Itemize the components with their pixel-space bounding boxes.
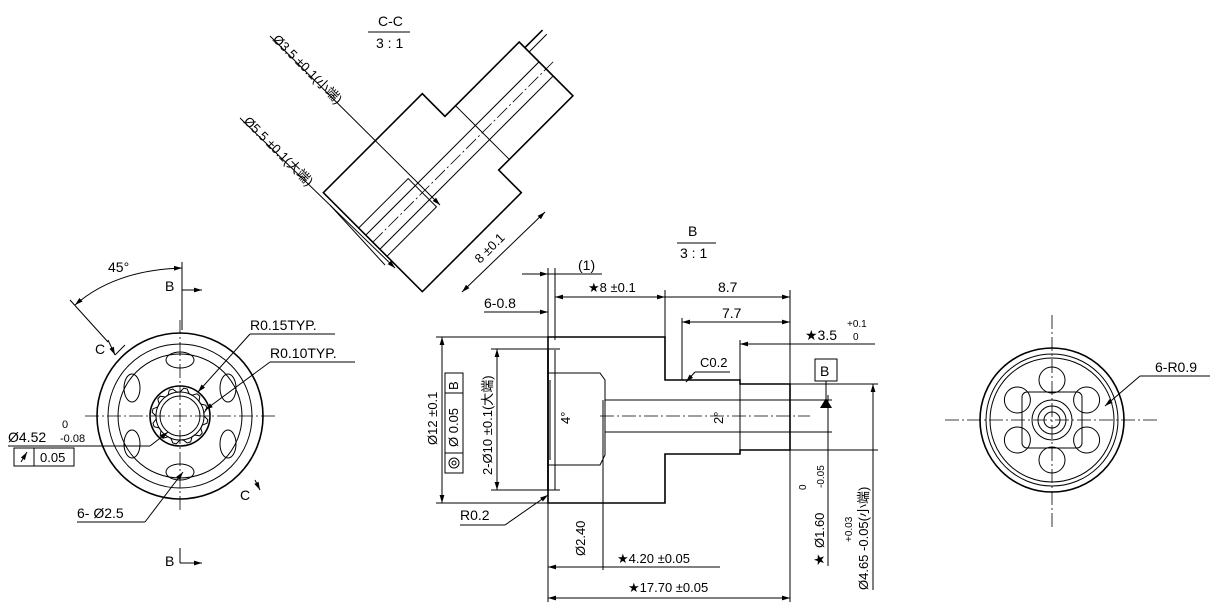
front-view: 45° B C C B R0.15TYP. R0.10TYP. 0 Ø4.52 …	[8, 259, 355, 569]
detail-b-fcf-datum: B	[446, 381, 461, 390]
rear-lobe	[1003, 426, 1031, 454]
front-d452-tol-dn: -0.08	[60, 433, 85, 445]
detail-b-c02: C0.2	[700, 355, 727, 370]
detail-b-star35: ★3.5	[805, 327, 837, 343]
section-cc-dim-d35: Ø3.5 ±0.1(小端)	[270, 32, 345, 107]
rear-lobe	[1003, 386, 1031, 414]
detail-b-body	[547, 336, 791, 504]
front-section-b-bot: B	[165, 553, 174, 569]
detail-b-title: B	[688, 223, 697, 239]
detail-b-d465-tol-up: +0.03	[844, 516, 855, 542]
front-angle45: 45°	[108, 259, 129, 275]
front-runout-fcf	[13, 447, 75, 467]
detail-b-d160-tol: -0.05	[816, 465, 827, 488]
concentricity-icon	[448, 457, 460, 469]
section-cc-dim-len8: 8 ±0.1	[472, 230, 508, 266]
detail-b-d87: 8.7	[718, 279, 738, 295]
runout-icon	[20, 451, 28, 463]
detail-b-d608: 6-0.8	[484, 295, 516, 311]
detail-b-fcf-tol: Ø 0.05	[446, 408, 461, 447]
detail-b-d160-star: ★	[811, 553, 827, 566]
detail-b-d160-tol-up: 0	[798, 484, 809, 490]
front-d452-tol-up: 0	[62, 419, 68, 431]
detail-b-r02: R0.2	[460, 507, 490, 523]
detail-b-paren1: (1)	[578, 257, 595, 273]
detail-b-d10: 2-Ø10 ±0.1(大端)	[480, 375, 495, 475]
detail-b-star35-tol-dn: 0	[853, 332, 859, 343]
front-section-c-top: C	[95, 341, 105, 357]
detail-b-angle4: 4°	[558, 412, 573, 424]
rear-r09: 6-R0.9	[1155, 359, 1197, 375]
rear-lobe	[1073, 426, 1101, 454]
detail-b-d160: Ø1.60	[812, 513, 827, 548]
detail-b-view: B 3 : 1 (1) ★8 ±0.1 8.7 6-0.8 7.7	[425, 223, 878, 602]
front-d25: 6- Ø2.5	[77, 505, 124, 521]
section-cc-title: C-C	[378, 13, 403, 29]
detail-b-d465: Ø4.65 -0.05(小端)	[856, 487, 871, 590]
rear-view: 6-R0.9	[945, 315, 1210, 528]
front-section-b-top: B	[165, 278, 174, 294]
section-cc-dim-d55: Ø5.5 ±0.1(大端)	[241, 114, 316, 189]
detail-b-angle2: 2°	[711, 412, 726, 424]
detail-b-scale: 3 : 1	[680, 245, 707, 261]
detail-b-star35-tol-up: +0.1	[847, 319, 867, 330]
detail-b-star420: ★4.20 ±0.05	[617, 551, 690, 566]
front-section-c-bot: C	[240, 487, 250, 503]
detail-b-star1770: ★17.70 ±0.05	[628, 580, 708, 595]
detail-b-d240: Ø2.40	[573, 521, 588, 556]
front-runout-value: 0.05	[40, 450, 65, 465]
detail-b-fcf	[444, 372, 464, 474]
front-r015: R0.15TYP.	[250, 317, 317, 333]
detail-b-star8: ★8 ±0.1	[588, 280, 636, 295]
front-d452: Ø4.52	[8, 429, 46, 445]
section-cc-view: C-C 3 : 1 Ø3.5 ±0.1(小端) Ø5.5 ±0.1(大端) 8 …	[239, 13, 575, 293]
section-cc-scale: 3 : 1	[376, 35, 403, 51]
detail-b-d12: Ø12 ±0.1	[425, 392, 440, 445]
front-r010: R0.10TYP.	[270, 345, 337, 361]
detail-b-datum-label: B	[820, 363, 829, 379]
detail-b-d77: 7.7	[722, 305, 742, 321]
rear-lobe	[1073, 386, 1101, 414]
section-cc-body	[322, 29, 575, 293]
